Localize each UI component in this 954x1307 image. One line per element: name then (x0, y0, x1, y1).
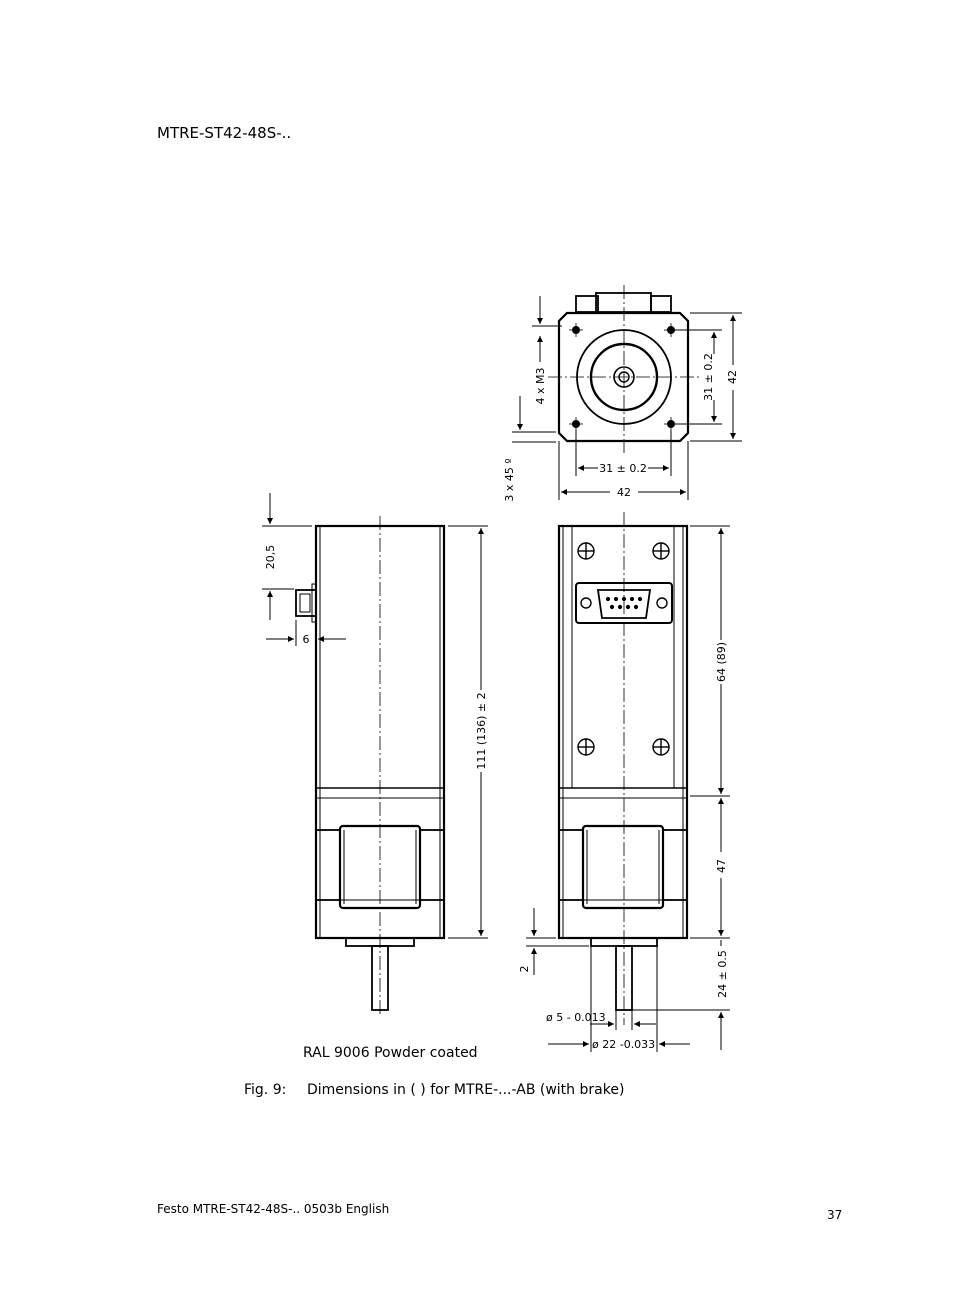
dim-connector-depth: 6 (303, 633, 310, 646)
top-view (548, 285, 700, 455)
dim-top-hole-pitch-h: 31 ± 0.2 (599, 462, 647, 475)
material-note: RAL 9006 Powder coated (303, 1045, 478, 1061)
front-view (557, 512, 689, 1025)
footer-text: Festo MTRE-ST42-48S-.. 0503b English (157, 1202, 390, 1216)
dim-connector-offset: 20,5 (264, 545, 277, 570)
dim-collar-height: 2 (518, 966, 531, 973)
dim-body-length: 111 (136) ± 2 (475, 692, 488, 769)
dim-top-width-h: 42 (617, 486, 631, 499)
side-view (295, 516, 446, 1015)
dim-chamfer: 3 x 45 º (503, 458, 516, 501)
dim-shaft-length: 24 ± 0.5 (716, 950, 729, 998)
dim-upper-section: 64 (89) (715, 642, 728, 682)
dim-lower-section: 47 (715, 859, 728, 873)
dim-thread-holes: 4 x M3 (534, 368, 547, 405)
page-number: 37 (827, 1208, 843, 1222)
figure-caption: Dimensions in ( ) for MTRE-...-AB (with … (307, 1082, 625, 1098)
sub-d-connector-icon (575, 582, 673, 624)
dim-top-hole-pitch-v: 31 ± 0.2 (702, 353, 715, 401)
dim-collar-diameter: ø 22 -0.033 (592, 1038, 655, 1051)
document-title: MTRE-ST42-48S-.. (157, 124, 292, 142)
dim-top-width-v: 42 (726, 370, 739, 384)
dim-shaft-diameter: ø 5 - 0.013 (546, 1011, 606, 1024)
figure-label: Fig. 9: (244, 1082, 287, 1098)
screw-icon (577, 542, 670, 756)
